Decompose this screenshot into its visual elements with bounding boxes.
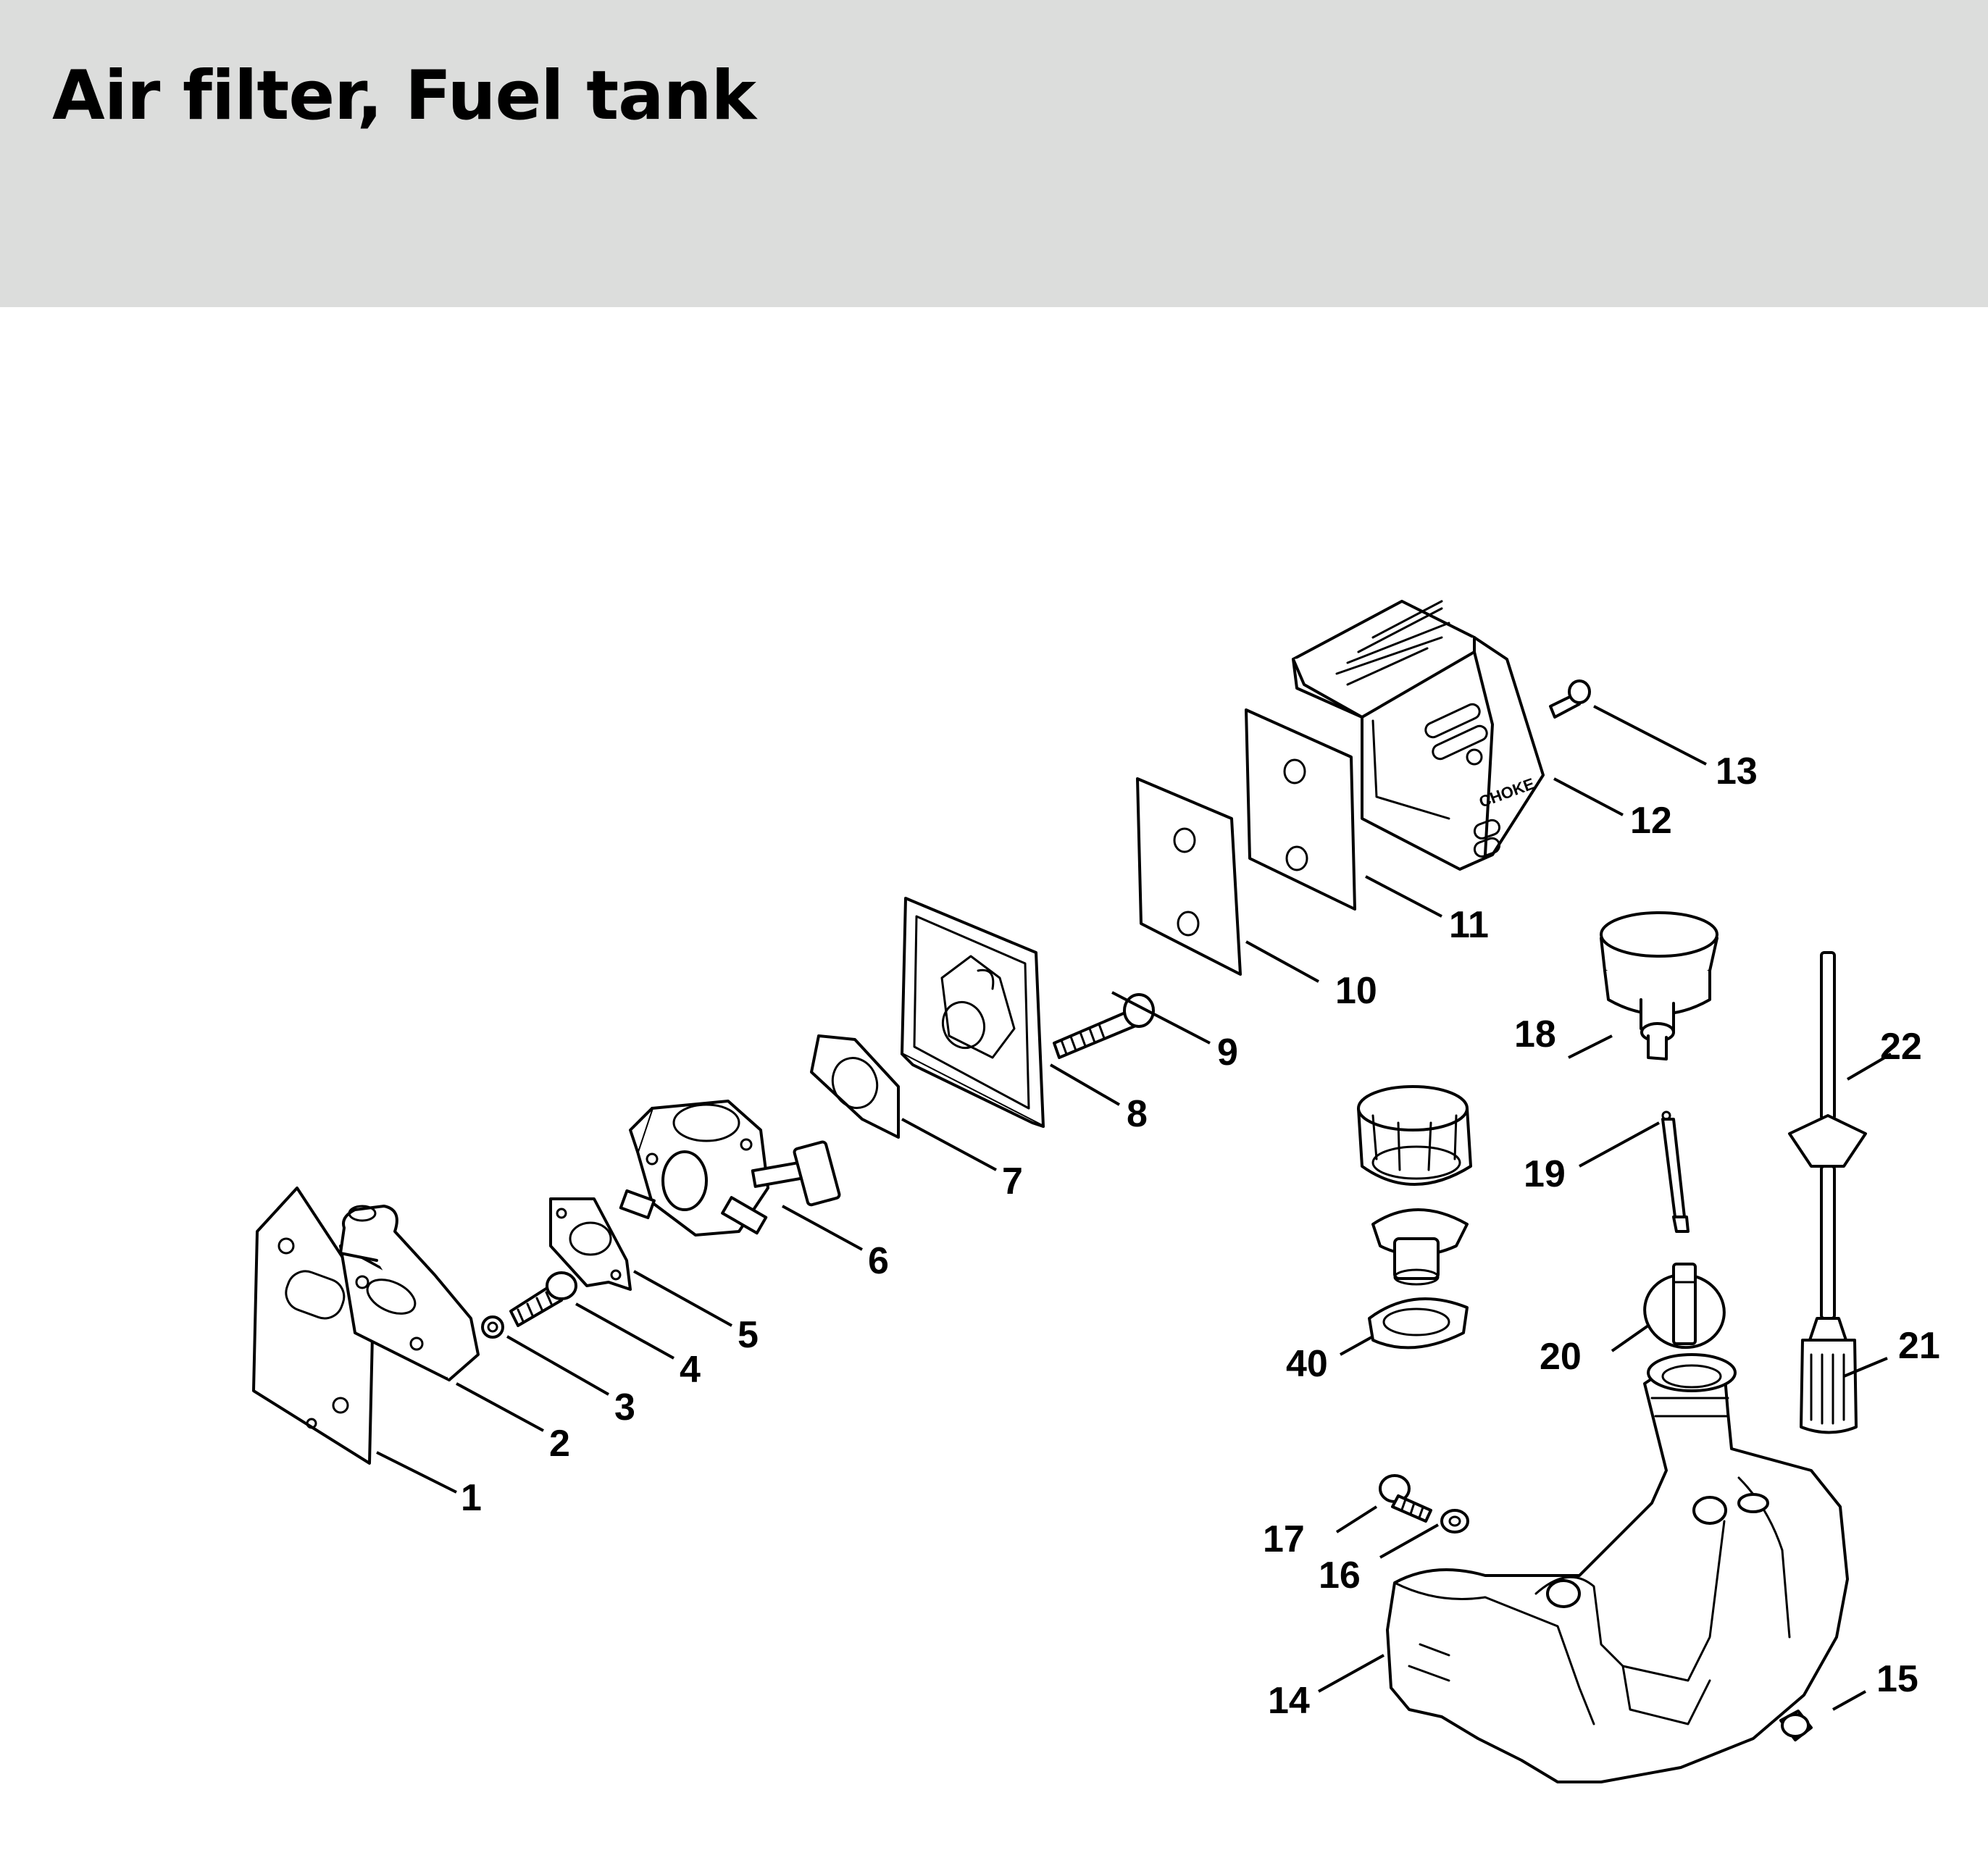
part-13-screw: [1549, 679, 1591, 719]
part-14-fuel-tank: [1386, 1353, 1849, 1783]
leader-lines: [376, 705, 1892, 1711]
part-20-pickup-body: [1643, 1263, 1726, 1350]
callout-4: 4: [680, 1349, 701, 1391]
header-band: Air filter, Fuel tank: [0, 0, 1988, 307]
part-22-fuel-line: [1788, 951, 1867, 1320]
part-2-flange: [339, 1205, 480, 1381]
callout-16: 16: [1319, 1555, 1361, 1597]
part-11-filter-pad: [1245, 708, 1356, 911]
callout-13: 13: [1716, 750, 1758, 792]
part-5-gasket: [549, 1197, 632, 1291]
callout-18: 18: [1514, 1013, 1556, 1055]
part-6-carburetor: [619, 1100, 841, 1237]
callout-19: 19: [1524, 1153, 1566, 1195]
callout-9: 9: [1217, 1032, 1238, 1074]
part-4-screw: [509, 1271, 577, 1327]
page-title: Air filter, Fuel tank: [52, 57, 756, 135]
callout-14: 14: [1268, 1680, 1310, 1722]
part-15-plug: [1779, 1710, 1813, 1741]
part-16-washer: [1440, 1509, 1469, 1534]
callout-21: 21: [1898, 1325, 1940, 1367]
part-9-screw: [1053, 993, 1155, 1059]
part-3-washer: [481, 1315, 504, 1339]
part-7-gasket: [810, 1034, 900, 1139]
part-40-neck-assembly: [1357, 1085, 1472, 1350]
callout-8: 8: [1127, 1093, 1148, 1135]
part-8-filter-base: [901, 897, 1045, 1128]
part-21-fuel-filter: [1800, 1317, 1858, 1434]
part-17-screw: [1379, 1474, 1432, 1523]
callout-11: 11: [1449, 904, 1489, 946]
callout-1: 1: [461, 1477, 482, 1519]
callout-22: 22: [1880, 1026, 1922, 1068]
callout-20: 20: [1540, 1336, 1582, 1378]
part-1-gasket: [252, 1187, 375, 1465]
callout-6: 6: [868, 1240, 889, 1282]
part-19-pickup-hose: [1661, 1110, 1690, 1233]
callout-15: 15: [1876, 1658, 1918, 1700]
callout-10: 10: [1335, 970, 1377, 1012]
callout-40: 40: [1286, 1343, 1328, 1385]
callout-17: 17: [1263, 1518, 1305, 1560]
callout-labels: 1 2 3 4 5 6 7 8 9 10 11 12 13 14 15 16 1…: [461, 750, 1940, 1722]
callout-2: 2: [549, 1423, 570, 1465]
callout-3: 3: [614, 1386, 635, 1428]
part-18-tank-cap: [1600, 911, 1718, 1060]
callout-7: 7: [1002, 1160, 1023, 1202]
part-10-filter-element: [1136, 777, 1242, 976]
callout-12: 12: [1630, 800, 1672, 842]
callout-5: 5: [738, 1314, 759, 1356]
